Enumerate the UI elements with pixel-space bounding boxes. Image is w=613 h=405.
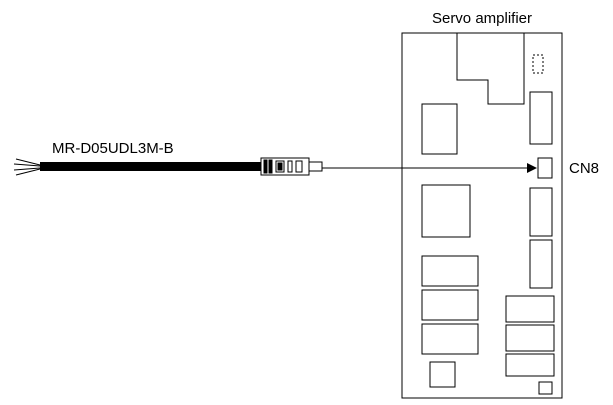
- cn8-connector: [537, 157, 553, 179]
- chip-left-2: [421, 184, 471, 238]
- chip-left-3: [421, 255, 479, 287]
- chip-right-6: [505, 353, 555, 377]
- chip-right-5: [505, 324, 555, 352]
- top-notch: [456, 33, 525, 105]
- chip-right-3: [529, 239, 553, 289]
- dashed-component: [532, 54, 544, 74]
- chip-right-7: [538, 381, 553, 395]
- cable: [13, 157, 323, 176]
- arrow-head: [527, 163, 537, 173]
- chip-left-1: [421, 103, 458, 155]
- chip-right-2: [529, 187, 553, 237]
- chip-left-5: [421, 323, 479, 355]
- amplifier-outline: [401, 32, 563, 399]
- cable-body: [40, 162, 261, 171]
- chip-left-4: [421, 289, 479, 321]
- servo-amplifier-label: Servo amplifier: [432, 10, 532, 27]
- chip-right-1: [529, 91, 553, 145]
- cn8-label: CN8: [569, 160, 599, 177]
- chip-right-4: [505, 295, 555, 323]
- servo-amplifier: [401, 32, 563, 399]
- connector-tip: [308, 161, 323, 172]
- cable-connector: [260, 157, 323, 176]
- wire-ends: [13, 158, 41, 176]
- cable-label: MR-D05UDL3M-B: [52, 140, 174, 157]
- chip-left-6: [429, 361, 456, 388]
